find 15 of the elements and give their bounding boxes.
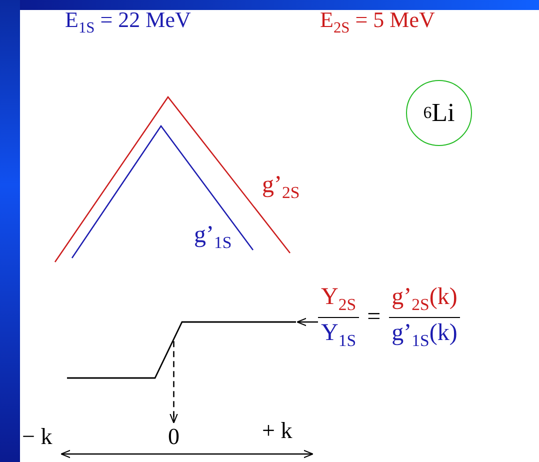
numerator: Y$_{2S}$ <box>320 284 358 315</box>
arrow <box>170 341 178 424</box>
axis-label: − k <box>22 424 52 450</box>
equals-sign: = <box>367 304 381 331</box>
curve-label: g’$_{1S}$ <box>194 222 232 252</box>
energy-label: E$_{1S}$ = 22 MeV <box>65 8 191 38</box>
denominator: g’$_{1S}$(k) <box>390 320 458 351</box>
numerator: g’$_{2S}$(k) <box>390 284 458 315</box>
curve-label: g’$_{2S}$ <box>262 172 300 202</box>
denominator: Y$_{1S}$ <box>320 320 358 351</box>
arrow <box>296 318 318 326</box>
step-curve <box>67 321 296 379</box>
axis-label: 0 <box>168 424 180 450</box>
energy-label: E$_{2S}$ = 5 MeV <box>320 8 435 38</box>
axis-label: + k <box>262 418 292 444</box>
